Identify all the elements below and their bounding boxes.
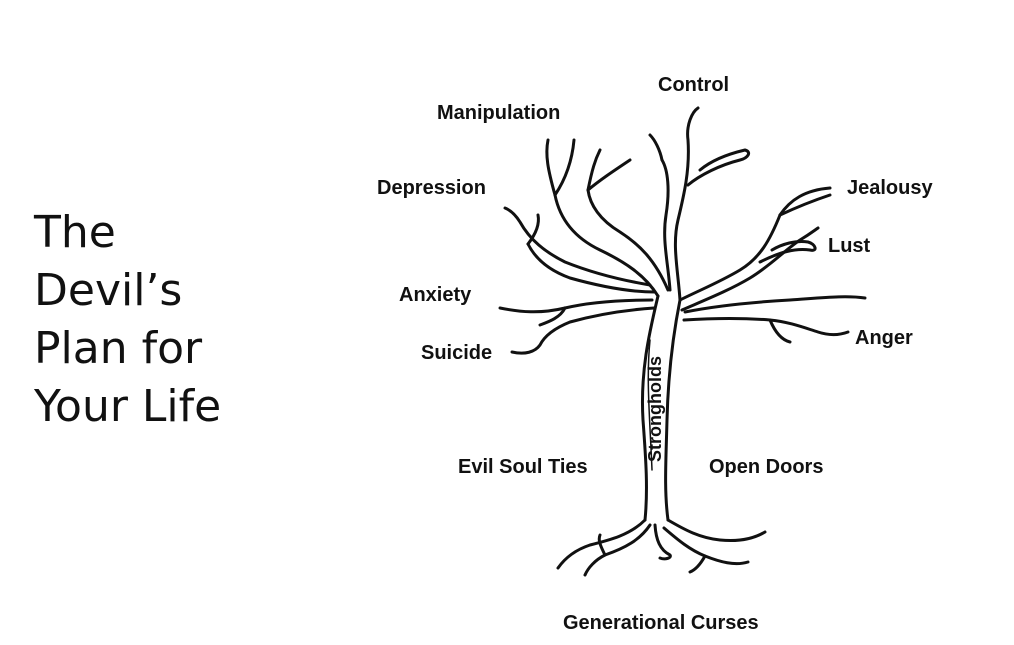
- label-open-doors: Open Doors: [709, 456, 824, 478]
- branch-anger: [683, 295, 867, 314]
- branch-control-side: [686, 148, 751, 187]
- label-strongholds: Strongholds: [645, 356, 665, 462]
- label-control: Control: [658, 74, 730, 96]
- trunk-inner-line: [647, 339, 653, 471]
- label-jealousy: Jealousy: [847, 177, 933, 199]
- branch-control: [673, 106, 700, 302]
- root-right-twig: [688, 554, 707, 574]
- branch-control-twig: [648, 133, 664, 162]
- label-anxiety: Anxiety: [399, 284, 472, 306]
- page-title: The Devil’s Plan for Your Life: [34, 204, 274, 436]
- branch-anxiety-inner: [510, 306, 656, 355]
- branch-left-main-inner: [586, 188, 670, 292]
- title-line-4: Your Life: [34, 381, 222, 432]
- title-line-3: Plan for: [34, 323, 203, 374]
- label-anger: Anger: [855, 327, 913, 349]
- branch-center-twig: [586, 148, 632, 192]
- branch-depression: [503, 206, 652, 287]
- branch-depression-inner: [526, 242, 657, 294]
- branch-manipulation: [545, 138, 576, 197]
- root-right: [666, 518, 767, 542]
- branch-left-main: [553, 193, 660, 298]
- label-lust: Lust: [828, 235, 871, 257]
- root-left-inner: [583, 523, 652, 577]
- label-suicide: Suicide: [421, 342, 493, 364]
- branch-jealousy-twig: [778, 193, 832, 217]
- label-depression: Depression: [377, 177, 486, 199]
- label-manipulation: Manipulation: [437, 102, 561, 124]
- branch-anger-inner: [682, 317, 850, 337]
- root-left-twig: [597, 533, 607, 557]
- branch-right-upper-inner: [680, 226, 820, 312]
- root-center: [653, 523, 672, 561]
- root-left: [556, 518, 647, 570]
- branch-right-upper: [678, 186, 832, 302]
- label-evil-soul-ties: Evil Soul Ties: [458, 456, 588, 478]
- title-line-2: Devil’s: [34, 265, 183, 316]
- branch-control-inner: [660, 158, 672, 292]
- branch-anger-twig: [768, 318, 792, 344]
- branch-lust: [758, 240, 817, 264]
- branch-depression-twig: [526, 213, 540, 246]
- root-right-inner: [662, 526, 750, 566]
- trunk-right-edge: [664, 298, 682, 522]
- label-generational-curses: Generational Curses: [563, 612, 759, 634]
- branch-suicide-twig: [538, 306, 567, 327]
- trunk-left-edge: [641, 294, 660, 522]
- title-line-1: The: [34, 207, 116, 258]
